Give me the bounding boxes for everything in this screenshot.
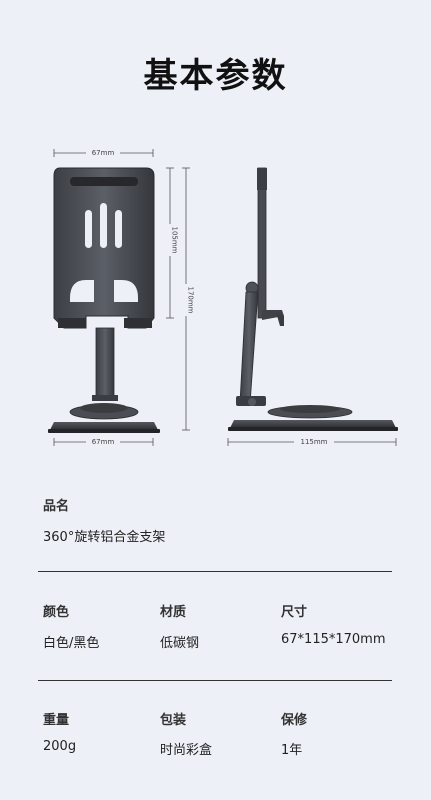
size-value: 67*115*170mm	[281, 632, 386, 647]
front-height-inner-label: 105mm	[171, 227, 179, 254]
front-view-stand	[48, 167, 160, 433]
material-label: 材质	[160, 605, 187, 620]
divider	[38, 680, 392, 681]
packaging-label: 包装	[160, 713, 187, 728]
side-depth-label: 115mm	[301, 438, 328, 446]
material-value: 低碳钢	[160, 636, 200, 651]
page-title: 基本参数	[143, 56, 288, 96]
size-label: 尺寸	[281, 605, 308, 620]
color-label: 颜色	[43, 605, 70, 620]
product-name-value: 360°旋转铝合金支架	[43, 530, 166, 545]
divider	[38, 571, 392, 572]
weight-label: 重量	[43, 713, 70, 728]
front-top-width-label: 67mm	[92, 149, 115, 157]
warranty-label: 保修	[281, 713, 308, 728]
front-top-width-dimension: 67mm	[53, 148, 154, 157]
side-view-stand	[228, 167, 398, 431]
warranty-value: 1年	[281, 743, 303, 758]
side-depth-dimension: 115mm	[227, 437, 397, 446]
front-height-total-dimension: 170mm	[182, 167, 195, 431]
color-value: 白色/黑色	[43, 636, 100, 651]
front-bottom-width-label: 67mm	[92, 438, 115, 446]
front-height-total-label: 170mm	[187, 287, 195, 314]
product-name-label: 品名	[43, 499, 70, 514]
weight-value: 200g	[43, 739, 77, 754]
front-bottom-width-dimension: 67mm	[53, 437, 154, 446]
front-height-inner-dimension: 105mm	[166, 167, 179, 319]
product-dimension-diagram: 67mm 105mm	[0, 140, 431, 460]
stand-drawing: 67mm 105mm	[48, 148, 398, 446]
packaging-value: 时尚彩盒	[160, 743, 213, 758]
